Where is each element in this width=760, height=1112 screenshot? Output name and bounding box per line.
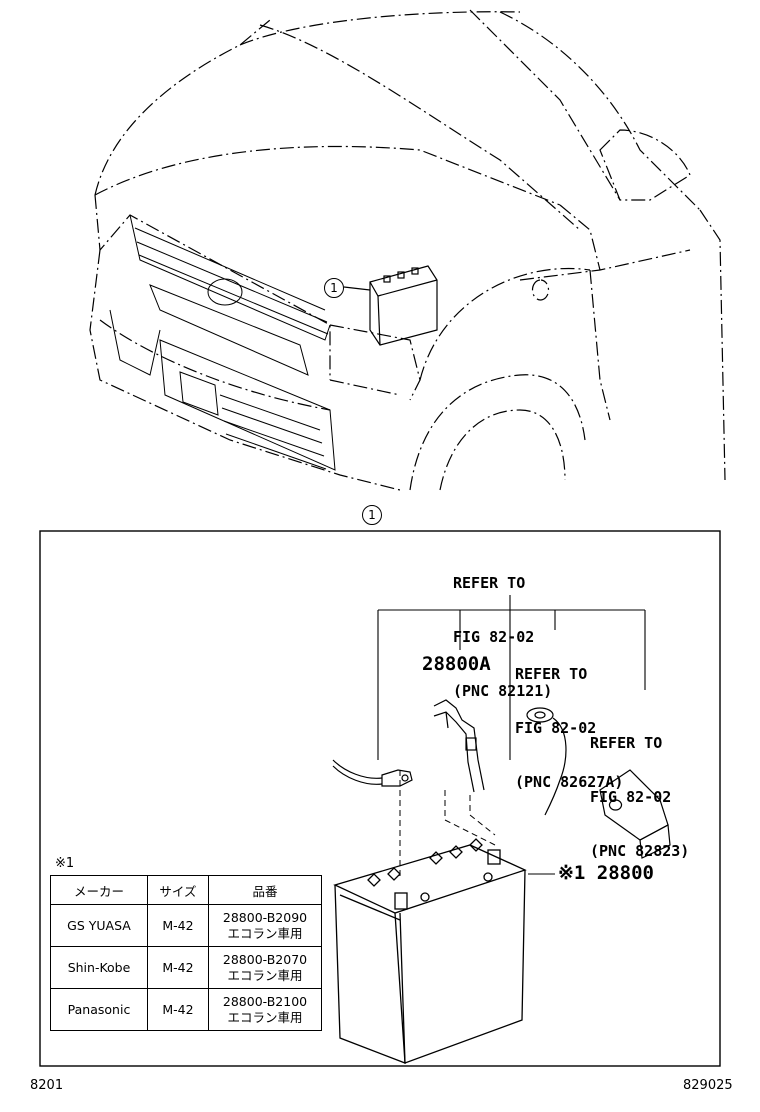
alignment-dashes	[399, 770, 496, 880]
cell-size: M-42	[147, 988, 209, 1031]
part-label-28800: ※1 28800	[558, 862, 654, 884]
callout-circle-detail: 1	[362, 505, 382, 525]
leader-lines	[377, 595, 646, 875]
header-part-number: 品番	[208, 875, 322, 905]
battery-body	[333, 838, 527, 1064]
cell-size: M-42	[147, 904, 209, 947]
negative-cable	[332, 759, 413, 787]
refer-note-82823: REFER TO FIG 82-02 (PNC 82823)	[590, 734, 690, 860]
vehicle-outline	[89, 9, 726, 491]
grille-outline	[109, 214, 336, 471]
detail-frame	[39, 530, 721, 1067]
refer-note-82121: REFER TO FIG 82-02 (PNC 82121)	[453, 574, 553, 700]
cell-maker: Panasonic	[50, 988, 148, 1031]
cell-size: M-42	[147, 946, 209, 989]
header-maker: メーカー	[50, 875, 148, 905]
positive-cable	[433, 699, 485, 793]
footer-illustration-id: 829025	[683, 1078, 733, 1093]
cell-maker: Shin-Kobe	[50, 946, 148, 989]
ground-wire	[526, 707, 567, 816]
sensor-connector	[599, 769, 671, 859]
callout-circle-car: 1	[324, 278, 344, 298]
part-label-28800a: 28800A	[422, 653, 491, 675]
battery-location-marker	[369, 265, 438, 346]
cell-maker: GS YUASA	[50, 904, 148, 947]
table-note-mark: ※1	[55, 856, 75, 871]
footer-figure-number: 8201	[30, 1078, 64, 1093]
table-header-row: メーカー サイズ 品番	[50, 875, 322, 905]
refer-note-82627a: REFER TO FIG 82-02 (PNC 82627A)	[515, 665, 624, 791]
header-size: サイズ	[147, 875, 209, 905]
